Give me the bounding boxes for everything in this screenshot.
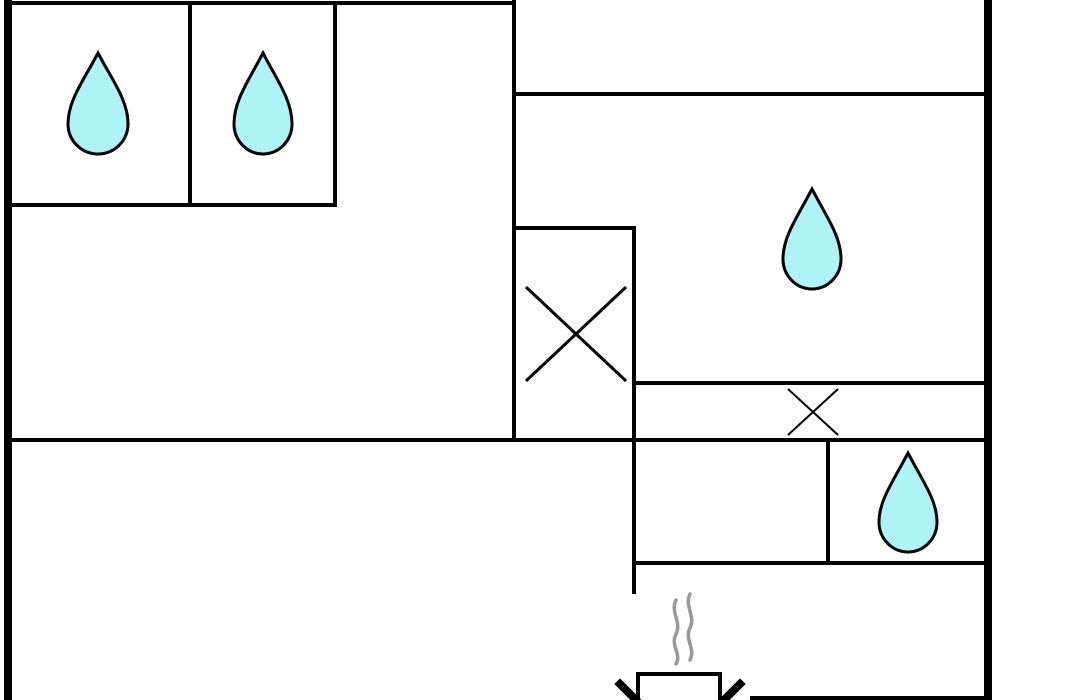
top-right-block [512,92,990,594]
water-drop-icon [877,449,939,554]
stove-icon [614,672,746,700]
cross-mark-icon [524,285,628,383]
cross-mark-icon [787,388,839,436]
water-drop-icon [781,185,843,291]
top-left-block [6,0,516,442]
middle-walls [6,438,990,700]
water-drop-icon [232,49,294,156]
water-drop-icon [66,49,130,156]
steam-icon [672,592,694,666]
outer-walls [4,0,992,700]
